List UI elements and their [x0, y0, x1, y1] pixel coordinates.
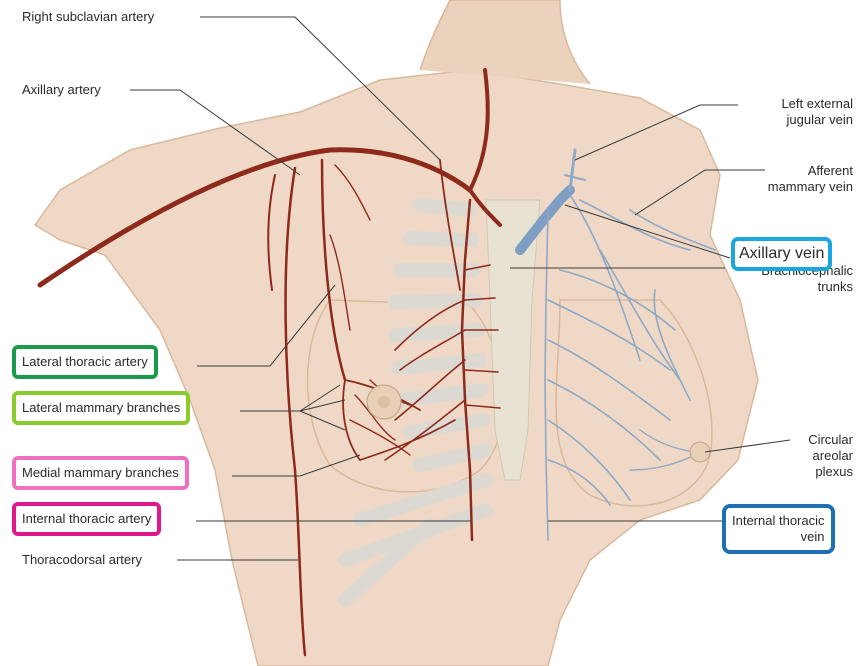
- neck: [420, 0, 590, 84]
- label-left-external-jugular-vein: Left external jugular vein: [781, 96, 853, 128]
- label-right-subclavian-artery: Right subclavian artery: [22, 9, 154, 25]
- label-internal-thoracic-vein: Internal thoracic vein: [722, 504, 835, 554]
- label-circular-areolar-plexus: Circular areolar plexus: [808, 432, 853, 480]
- label-axillary-vein: Axillary vein: [731, 237, 832, 271]
- label-line: vein: [732, 529, 825, 545]
- label-medial-mammary-branches: Medial mammary branches: [12, 456, 189, 490]
- label-afferent-mammary-vein: Afferent mammary vein: [768, 163, 853, 195]
- label-line: trunks: [761, 279, 853, 295]
- label-line: plexus: [808, 464, 853, 480]
- label-axillary-artery: Axillary artery: [22, 82, 101, 98]
- label-lateral-mammary-branches: Lateral mammary branches: [12, 391, 190, 425]
- right-nipple: [378, 396, 390, 408]
- label-line: Left external: [781, 96, 853, 112]
- label-line: jugular vein: [781, 112, 853, 128]
- label-line: Afferent: [768, 163, 853, 179]
- label-line: mammary vein: [768, 179, 853, 195]
- label-line: Circular: [808, 432, 853, 448]
- label-line: areolar: [808, 448, 853, 464]
- label-thoracodorsal-artery: Thoracodorsal artery: [22, 552, 142, 568]
- label-lateral-thoracic-artery: Lateral thoracic artery: [12, 345, 158, 379]
- label-internal-thoracic-artery: Internal thoracic artery: [12, 502, 161, 536]
- label-line: Internal thoracic: [732, 513, 825, 529]
